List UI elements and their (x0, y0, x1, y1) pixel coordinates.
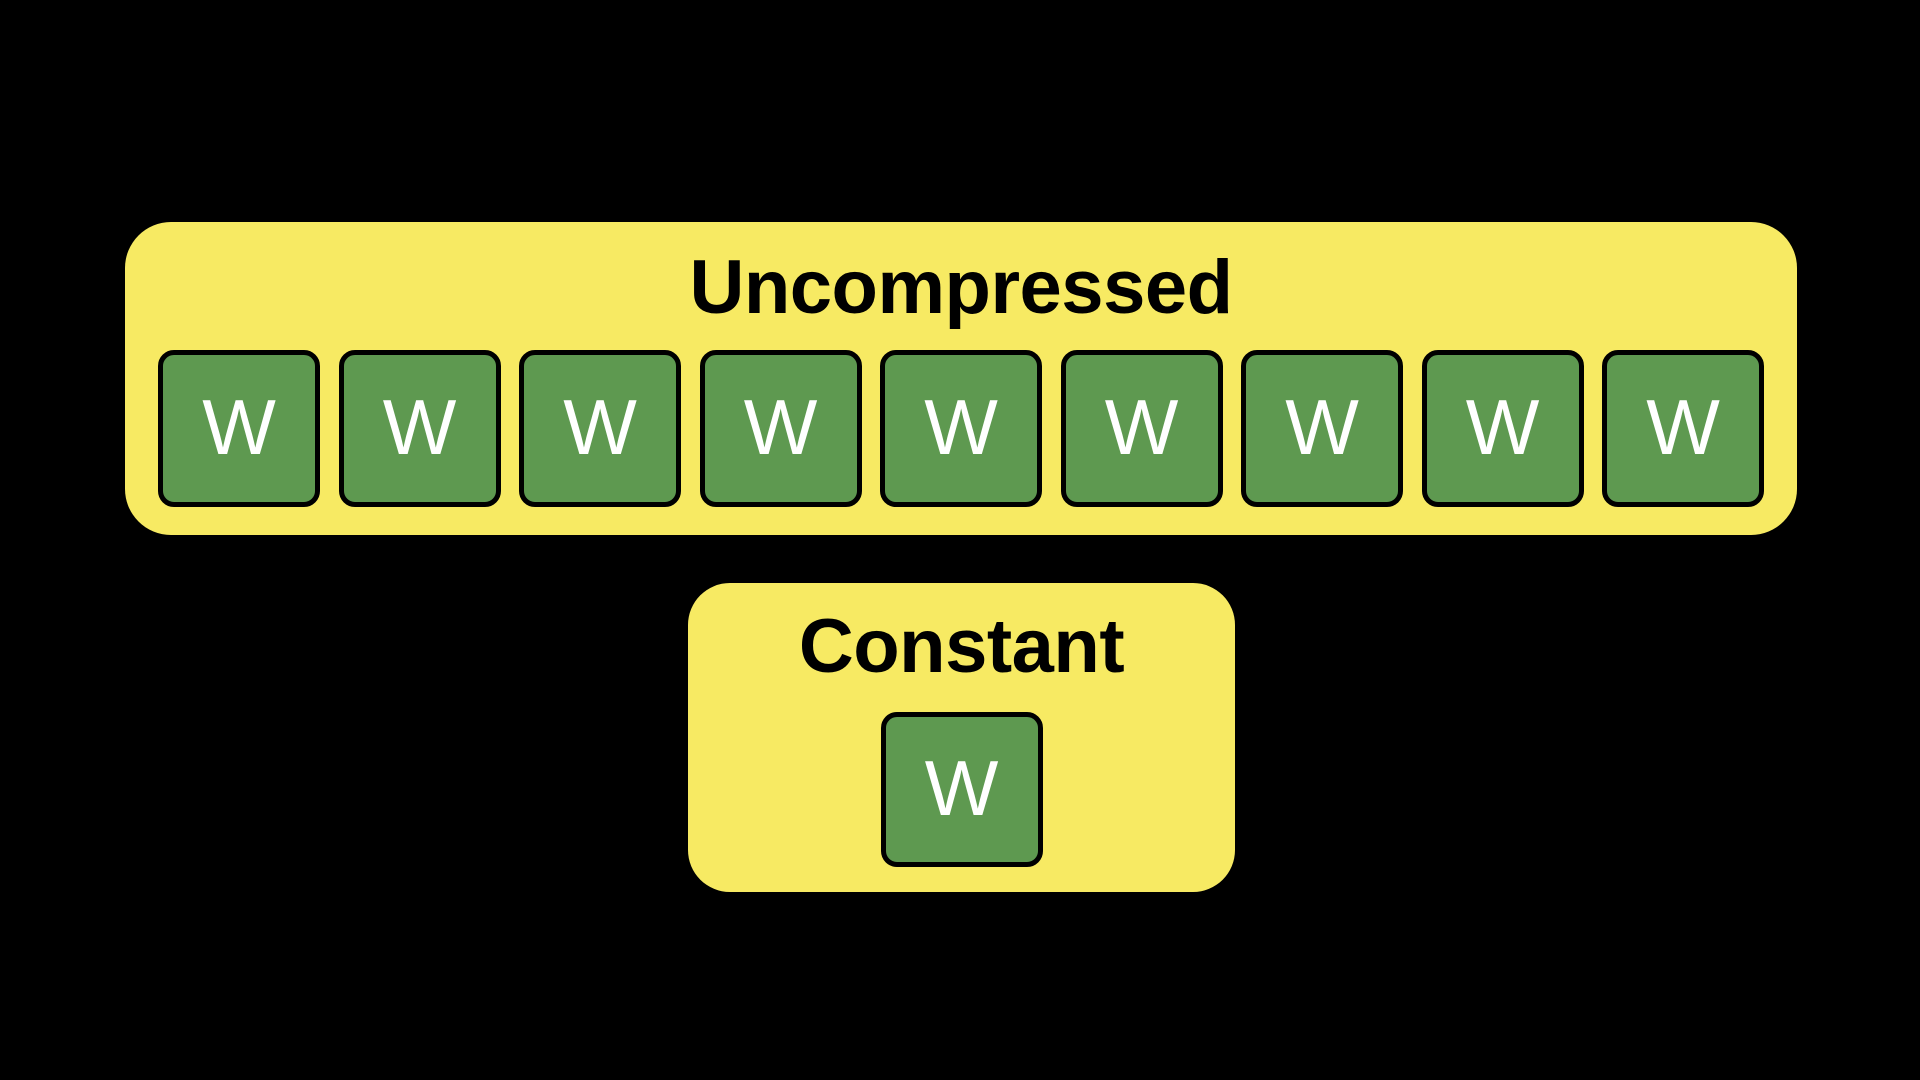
weight-cell: W (699, 350, 862, 507)
weight-cell-label: W (202, 382, 276, 471)
weight-cell-row-constant: W (688, 712, 1235, 867)
weight-cell-label: W (743, 382, 818, 471)
weight-cell: W (880, 712, 1043, 867)
panel-constant: Constant W (688, 583, 1235, 892)
weight-cell: W (519, 350, 681, 507)
weight-cell: W (158, 350, 320, 507)
weight-cell: W (338, 350, 501, 507)
weight-cell-label: W (1285, 382, 1359, 471)
panel-constant-title: Constant (798, 604, 1125, 689)
weight-cell-label: W (1104, 382, 1179, 471)
weight-cell: W (1602, 350, 1764, 507)
panel-uncompressed-title: Uncompressed (689, 245, 1233, 330)
weight-cell-label: W (924, 743, 999, 832)
weight-cell: W (1060, 350, 1223, 507)
weight-cell: W (1241, 350, 1403, 507)
weight-cell-label: W (382, 382, 457, 471)
weight-cell-label: W (1646, 382, 1720, 471)
weight-cell-label: W (1465, 382, 1540, 471)
weight-cell-label: W (563, 382, 637, 471)
weight-cell: W (1421, 350, 1584, 507)
weight-cell-row-uncompressed: W W W W W W W W W (158, 350, 1764, 507)
weight-cell-label: W (924, 382, 998, 471)
weight-cell: W (880, 350, 1042, 507)
panel-uncompressed: Uncompressed W W W W W W W (125, 222, 1797, 535)
